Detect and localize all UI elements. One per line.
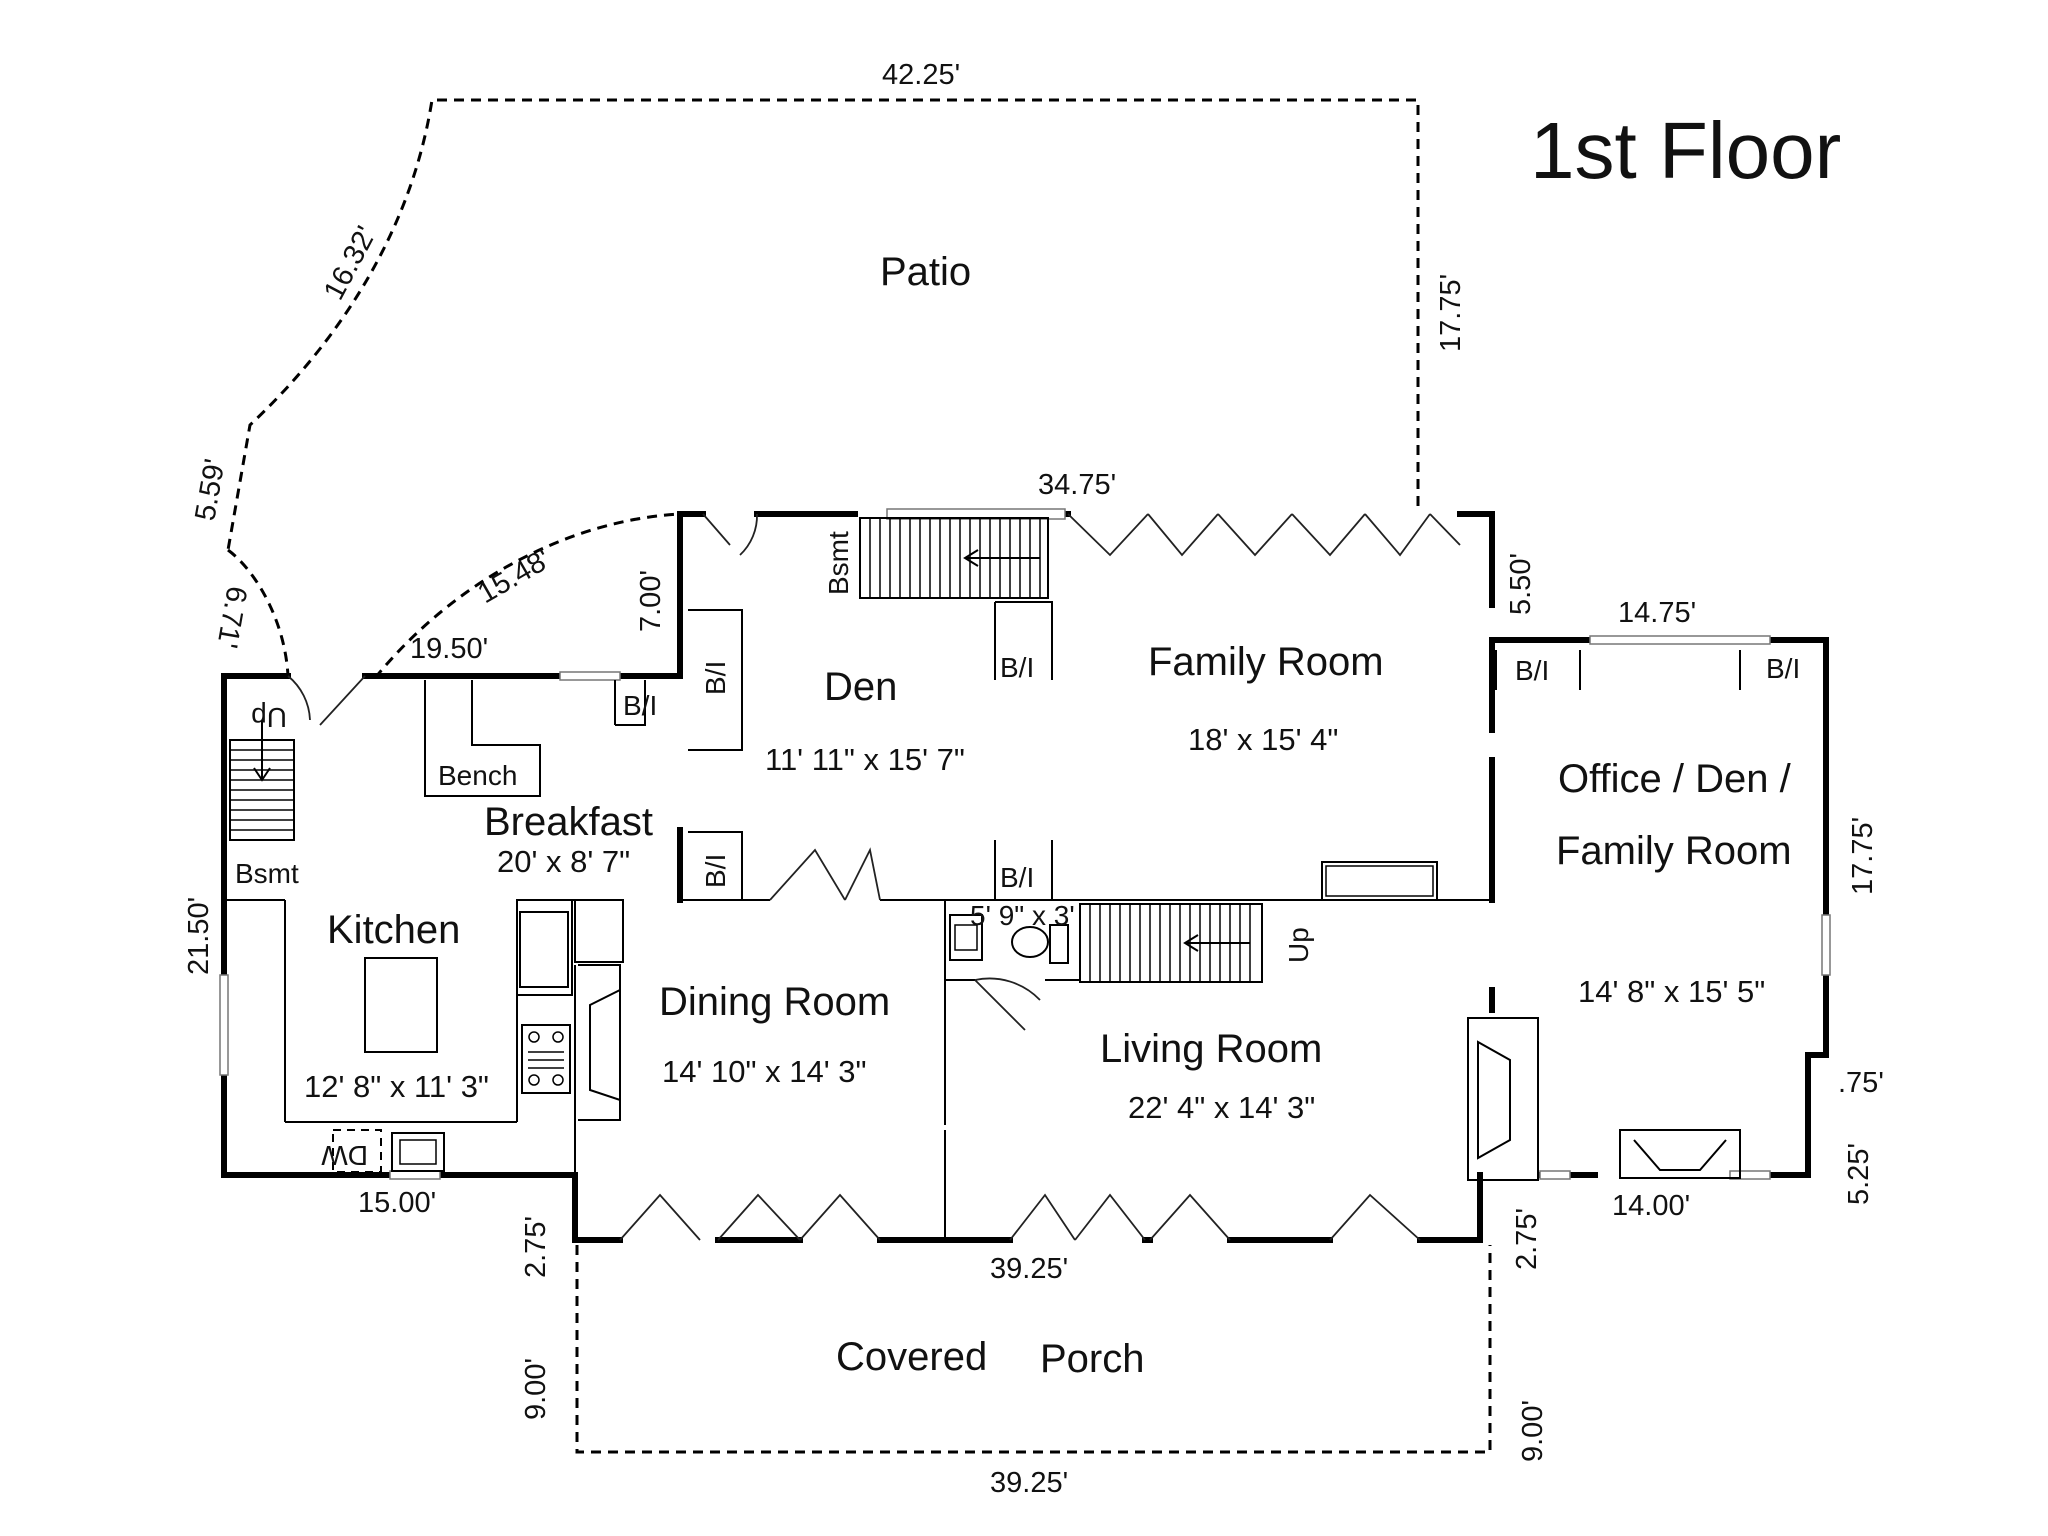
room-labels: Patio Den 11' 11" x 15' 7" Family Room 1… xyxy=(304,250,1792,1381)
office-size: 14' 8" x 15' 5" xyxy=(1578,974,1765,1009)
kitchen-label: Kitchen xyxy=(327,908,460,952)
dim-porch-bottom: 39.25' xyxy=(990,1467,1068,1499)
kitchen-size: 12' 8" x 11' 3" xyxy=(304,1069,489,1104)
builtin-label-den-lower: B/I xyxy=(700,854,731,888)
living-room-size: 22' 4" x 14' 3" xyxy=(1128,1090,1315,1125)
dim-porch-right: 9.00' xyxy=(1517,1400,1549,1462)
dw-label: DW xyxy=(321,1140,368,1171)
bsmt-label-kitchen: Bsmt xyxy=(235,858,299,889)
living-room-label: Living Room xyxy=(1100,1027,1322,1071)
builtin-label-stair: B/I xyxy=(1000,652,1034,683)
bench-label: Bench xyxy=(438,760,517,791)
dim-patio-short: 6.71' xyxy=(210,584,252,651)
windows xyxy=(219,508,1831,1180)
dim-front-step-right: 2.75' xyxy=(1511,1208,1543,1270)
dim-patio-left: 5.59' xyxy=(189,457,231,524)
up-label-living: Up xyxy=(1283,927,1314,963)
builtin-label-family: B/I xyxy=(1515,655,1549,686)
small-labels: Bsmt Bsmt Bench B/I B/I B/I B/I B/I B/I … xyxy=(235,531,1800,1171)
dim-front-wall: 39.25' xyxy=(990,1253,1068,1285)
builtin-label-breakfast: B/I xyxy=(623,690,657,721)
dim-patio-top: 42.25' xyxy=(882,59,960,91)
dim-front-step-left: 2.75' xyxy=(520,1216,552,1278)
up-label-kitchen: Up xyxy=(251,702,287,733)
dim-office-top: 14.75' xyxy=(1618,597,1696,629)
breakfast-label: Breakfast xyxy=(484,800,653,844)
dim-office-right: 17.75' xyxy=(1847,817,1879,895)
porch-label: Porch xyxy=(1040,1337,1145,1381)
den-label: Den xyxy=(824,665,897,709)
dim-breakfast-wall: 19.50' xyxy=(410,633,488,665)
builtin-label-dining: B/I xyxy=(1000,862,1034,893)
bsmt-label-den: Bsmt xyxy=(823,531,854,595)
builtin-label-den-upper: B/I xyxy=(700,661,731,695)
dim-kitchen-bottom: 15.00' xyxy=(358,1187,436,1219)
builtins xyxy=(332,601,1827,1181)
dining-room-label: Dining Room xyxy=(659,980,890,1024)
stairs-kitchen xyxy=(229,720,295,841)
plan-title: 1st Floor xyxy=(1530,106,1841,195)
family-room-size: 18' x 15' 4" xyxy=(1188,722,1338,757)
dim-patio-right: 17.75' xyxy=(1435,274,1467,352)
dining-room-size: 14' 10" x 14' 3" xyxy=(662,1054,866,1089)
dim-patio-arc: 15.48' xyxy=(473,543,557,610)
dim-porch-left: 9.00' xyxy=(520,1358,552,1420)
covered-label: Covered xyxy=(836,1335,987,1379)
office-label-line2: Family Room xyxy=(1556,829,1792,873)
porch-outline xyxy=(575,1245,1492,1454)
dim-den-step: 7.00' xyxy=(635,570,667,632)
dim-family-step: 5.50' xyxy=(1505,553,1537,615)
dim-left-wall: 21.50' xyxy=(183,897,215,975)
patio-label: Patio xyxy=(880,250,971,294)
dim-office-bottom: 14.00' xyxy=(1612,1190,1690,1222)
dim-office-lower-right: 5.25' xyxy=(1843,1143,1875,1205)
doors xyxy=(287,513,1461,1241)
family-room-label: Family Room xyxy=(1148,640,1384,684)
den-size: 11' 11" x 15' 7" xyxy=(765,742,965,777)
breakfast-size: 20' x 8' 7" xyxy=(497,844,630,879)
half-bath-size: 5' 9" x 3' xyxy=(970,900,1075,931)
patio-outline xyxy=(226,98,1420,679)
office-label-line1: Office / Den / xyxy=(1558,757,1792,801)
builtin-label-office: B/I xyxy=(1766,653,1800,684)
stairs-basement-den xyxy=(859,517,1049,599)
dim-patio-diag: 16.32' xyxy=(318,221,383,305)
stairs-up-living xyxy=(1079,903,1263,983)
dim-rear-wall: 34.75' xyxy=(1038,469,1116,501)
dim-office-jog: .75' xyxy=(1838,1067,1884,1099)
